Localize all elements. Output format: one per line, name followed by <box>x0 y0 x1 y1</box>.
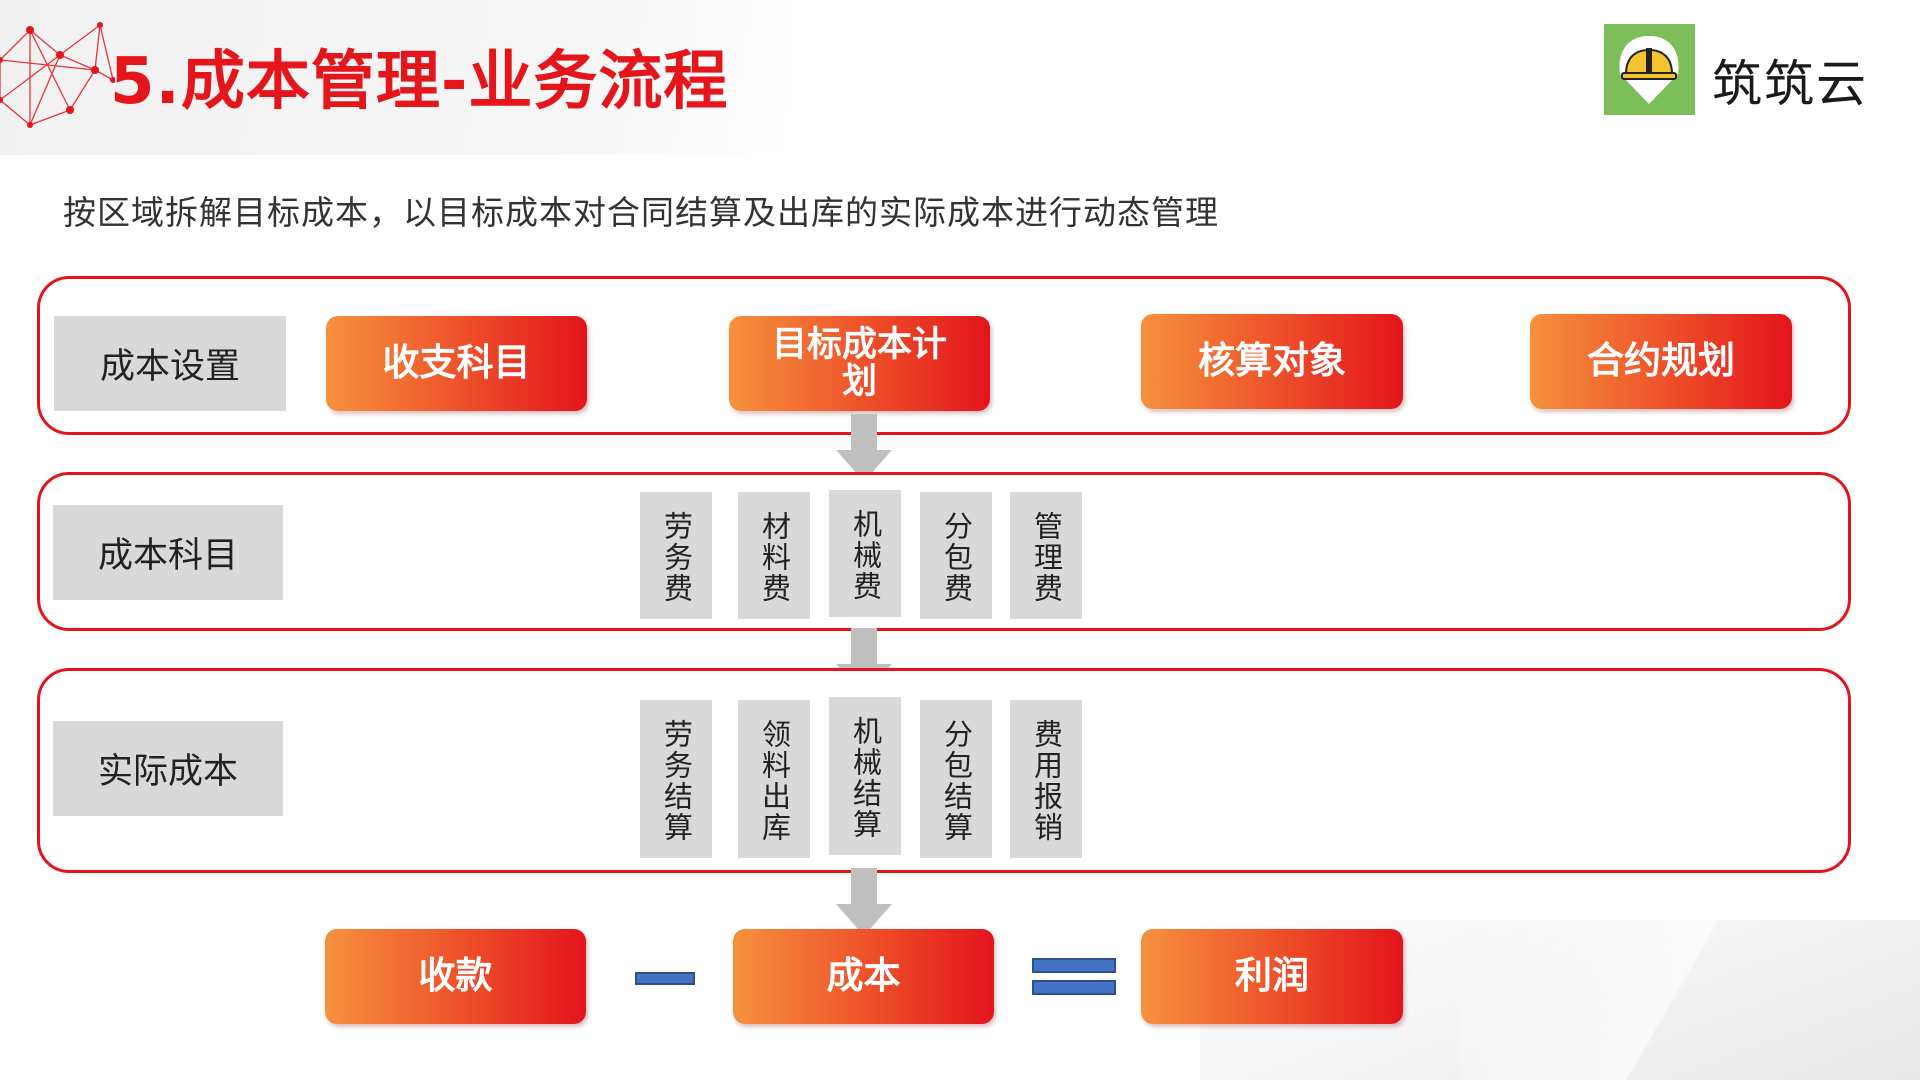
receipt-button[interactable]: 收款 <box>325 929 586 1024</box>
brand-name: 筑筑云 <box>1712 44 1868 116</box>
actual-item-machinery-settlement: 机械结算 <box>829 697 901 855</box>
brand-logo <box>1604 24 1695 115</box>
page-subtitle: 按区域拆解目标成本，以目标成本对合同结算及出库的实际成本进行动态管理 <box>63 186 1219 234</box>
arrow-down-icon <box>836 868 892 936</box>
profit-button[interactable]: 利润 <box>1141 929 1403 1024</box>
equals-icon <box>1032 980 1116 995</box>
contract-planning-button[interactable]: 合约规划 <box>1530 314 1792 409</box>
page-title: 5.成本管理-业务流程 <box>110 50 728 114</box>
subject-item-management: 管理费 <box>1010 492 1082 619</box>
actual-item-subcontract-settlement: 分包结算 <box>920 700 992 858</box>
minus-icon <box>635 972 695 985</box>
equals-icon <box>1032 958 1116 973</box>
network-graphic-icon <box>0 0 115 140</box>
accounting-object-button[interactable]: 核算对象 <box>1141 314 1403 409</box>
subject-item-labor: 劳务费 <box>640 492 712 619</box>
budget-account-button[interactable]: 收支科目 <box>326 316 587 411</box>
subject-item-material: 材料费 <box>738 492 810 619</box>
hardhat-icon <box>1604 24 1695 115</box>
target-cost-plan-button[interactable]: 目标成本计划 <box>729 316 990 411</box>
actual-item-labor-settlement: 劳务结算 <box>640 700 712 858</box>
subject-item-machinery: 机械费 <box>829 490 901 617</box>
cost-button[interactable]: 成本 <box>733 929 994 1024</box>
subject-item-subcontract: 分包费 <box>920 492 992 619</box>
row-label-cost-setup: 成本设置 <box>54 316 286 411</box>
actual-item-material-issue: 领料出库 <box>738 700 810 858</box>
row-label-cost-subject: 成本科目 <box>53 505 283 600</box>
actual-item-expense-reimbursement: 费用报销 <box>1010 700 1082 858</box>
row-label-actual-cost: 实际成本 <box>53 721 283 816</box>
